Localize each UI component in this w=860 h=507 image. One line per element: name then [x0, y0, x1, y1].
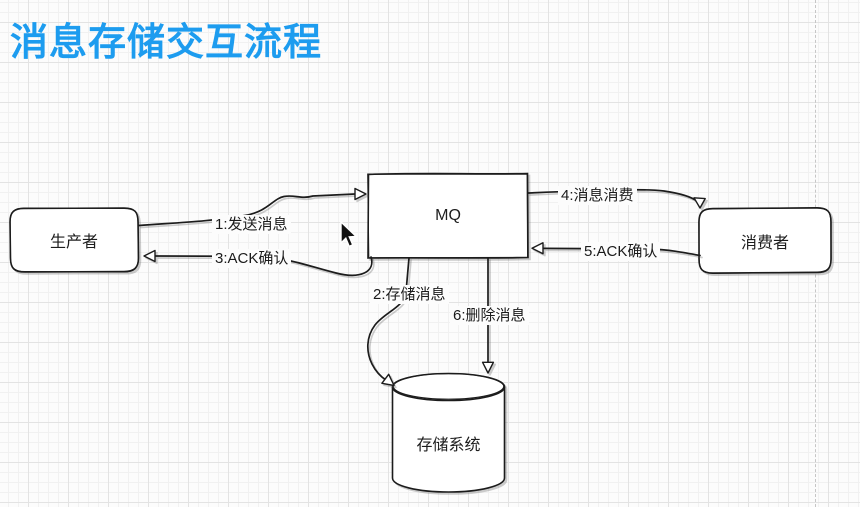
- node-consumer[interactable]: [698, 206, 832, 275]
- node-storage[interactable]: [391, 372, 506, 493]
- node-mq[interactable]: [367, 172, 529, 259]
- edge-label-send-message[interactable]: 1:发送消息: [212, 215, 291, 235]
- node-producer[interactable]: [9, 207, 140, 273]
- edge-label-delete-message[interactable]: 6:删除消息: [450, 306, 529, 326]
- edge-label-store-message[interactable]: 2:存储消息: [370, 285, 449, 305]
- mouse-cursor-icon: [340, 220, 358, 248]
- page-title[interactable]: 消息存储交互流程: [10, 22, 323, 64]
- edge-send-message[interactable]: [138, 187, 367, 227]
- edge-store-message[interactable]: [367, 257, 410, 387]
- edge-label-ack-to-producer[interactable]: 3:ACK确认: [212, 249, 292, 269]
- edge-label-ack-to-mq[interactable]: 5:ACK确认: [581, 242, 661, 262]
- edge-label-consume-message[interactable]: 4:消息消费: [558, 186, 637, 206]
